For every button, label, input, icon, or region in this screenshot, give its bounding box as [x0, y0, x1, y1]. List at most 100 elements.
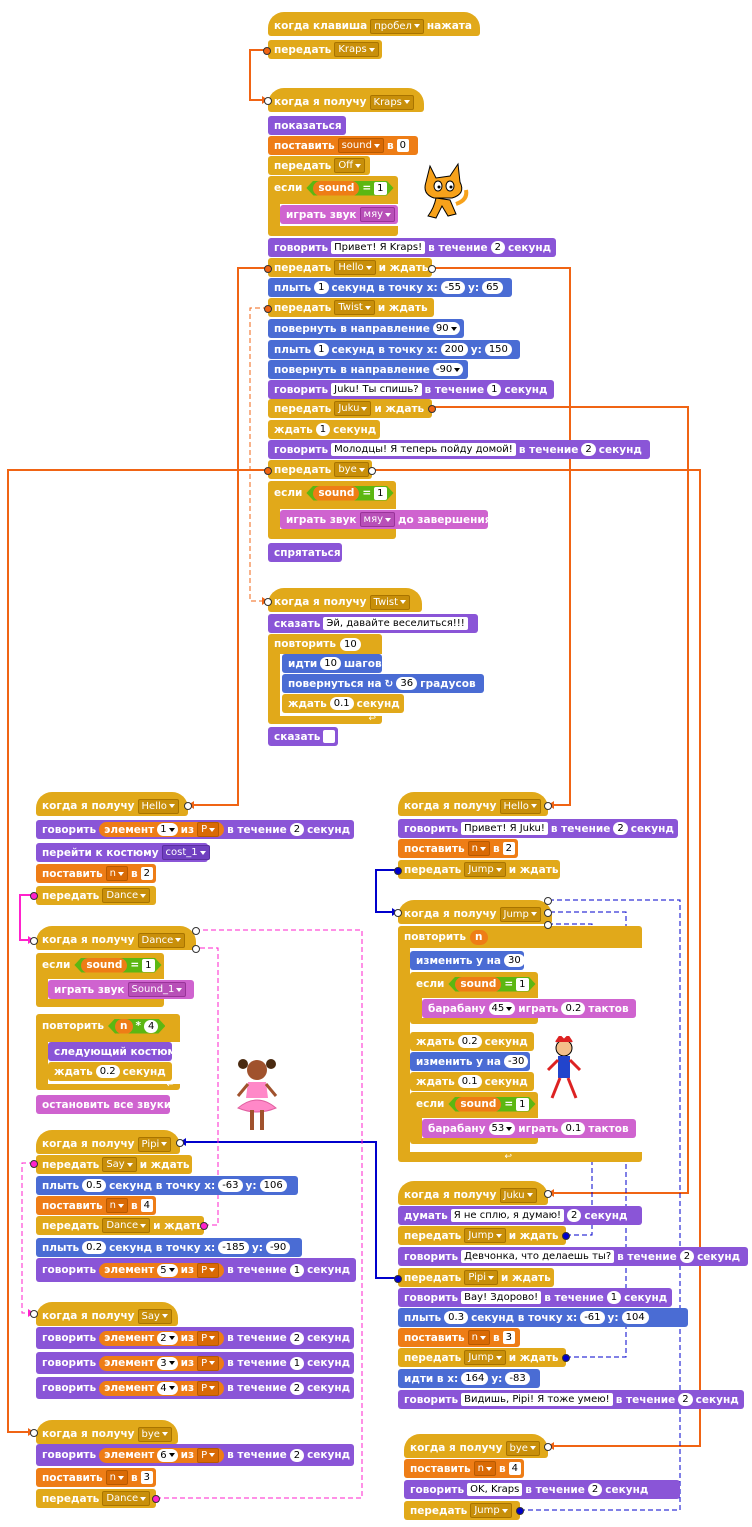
text-input[interactable] [323, 730, 336, 743]
number-input[interactable]: 2 [613, 822, 628, 835]
drum-dropdown[interactable]: 53 [488, 1122, 516, 1135]
message-dropdown[interactable]: Kraps [369, 94, 414, 110]
wait-block[interactable]: ждать 0.1 секунд [410, 1072, 534, 1091]
when-receive-hat[interactable]: когда я получу Juku [398, 1181, 548, 1205]
say-for-block[interactable]: говорить Привет! Я Juku! в течение 2 сек… [398, 819, 678, 838]
text-input[interactable]: Вау! Здорово! [461, 1291, 542, 1304]
glide-block[interactable]: плыть 0.2 секунд в точку x: -185 y: -90 [36, 1238, 302, 1257]
index-dropdown[interactable]: 2 [157, 1331, 178, 1345]
number-input[interactable]: 1 [289, 1263, 305, 1277]
when-receive-hat[interactable]: когда я получу Dance [36, 926, 196, 950]
set-var-block[interactable]: поставить n в 3 [36, 1468, 156, 1487]
change-y-block[interactable]: изменить y на -30 [410, 1052, 530, 1071]
text-input[interactable]: Молодцы! Я теперь пойду домой! [331, 443, 516, 456]
number-input[interactable]: 0.3 [444, 1311, 469, 1324]
message-dropdown[interactable]: Hello [334, 260, 376, 275]
y-input[interactable]: 106 [259, 1179, 287, 1192]
message-dropdown[interactable]: Jump [464, 1228, 506, 1243]
show-block[interactable]: показаться [268, 116, 346, 135]
message-dropdown[interactable]: Jump [470, 1503, 512, 1518]
message-dropdown[interactable]: Say [102, 1157, 137, 1172]
change-y-block[interactable]: изменить y на 30 [410, 951, 525, 970]
var-reporter[interactable]: sound [455, 1097, 501, 1112]
number-input[interactable]: 2 [289, 1331, 305, 1345]
var-dropdown[interactable]: n [467, 1330, 490, 1345]
say-block[interactable]: сказать Эй, давайте веселиться!!! [268, 614, 478, 633]
equals-operator[interactable]: sound = 1 [306, 486, 393, 501]
item-of-list-reporter[interactable]: элемент 2 из P [99, 1330, 225, 1346]
say-block[interactable]: сказать [268, 727, 338, 746]
text-input[interactable]: Juku! Ты спишь? [331, 383, 422, 396]
multiply-operator[interactable]: n * 4 [108, 1019, 165, 1034]
broadcast-wait-block[interactable]: передать Twist и ждать [268, 298, 434, 317]
number-input[interactable]: 2 [587, 1483, 603, 1496]
key-dropdown[interactable]: пробел [370, 18, 424, 34]
number-input[interactable]: 2 [567, 1209, 582, 1222]
number-input[interactable]: 1 [487, 383, 502, 396]
list-dropdown[interactable]: P [197, 1330, 220, 1346]
message-dropdown[interactable]: Juku [334, 401, 372, 416]
number-input[interactable]: 1 [289, 1356, 305, 1370]
number-input[interactable]: 36 [396, 677, 418, 690]
list-dropdown[interactable]: P [197, 1380, 220, 1396]
number-input[interactable]: 2 [289, 823, 305, 836]
think-for-block[interactable]: думать Я не сплю, я думаю! 2 секунд [398, 1206, 642, 1225]
set-var-block[interactable]: поставить n в 2 [36, 864, 156, 883]
message-dropdown[interactable]: Twist [369, 594, 411, 610]
message-dropdown[interactable]: Dance [137, 932, 186, 948]
direction-dropdown[interactable]: -90 [432, 363, 464, 376]
message-dropdown[interactable]: Hello [499, 798, 541, 814]
x-input[interactable]: -61 [580, 1311, 605, 1324]
item-of-list-reporter[interactable]: элемент 6 из P [99, 1447, 225, 1463]
wait-block[interactable]: ждать 1 секунд [268, 420, 380, 439]
item-of-list-reporter[interactable]: элемент 5 из P [99, 1262, 225, 1278]
number-input[interactable]: 2 [289, 1448, 305, 1462]
hide-block[interactable]: спрятаться [268, 543, 342, 562]
play-sound-block[interactable]: играть звук мяу [280, 205, 398, 224]
number-input[interactable]: 2 [679, 1250, 695, 1263]
wait-block[interactable]: ждать 0.2 секунд [410, 1032, 534, 1051]
say-for-block[interactable]: говорить Видишь, Pipi! Я тоже умею! в те… [398, 1390, 744, 1409]
var-reporter[interactable]: sound [455, 977, 501, 992]
set-var-block[interactable]: поставить sound в 0 [268, 136, 418, 155]
value-input[interactable]: 3 [502, 1331, 515, 1344]
number-input[interactable]: 0.1 [329, 697, 354, 710]
equals-operator[interactable]: sound = 1 [74, 958, 161, 973]
number-input[interactable]: 1 [606, 1291, 622, 1304]
broadcast-block[interactable]: передать Off [268, 156, 370, 175]
value-input[interactable]: 2 [140, 867, 153, 880]
broadcast-block[interactable]: передать bye [268, 460, 372, 479]
list-dropdown[interactable]: P [197, 1447, 220, 1463]
message-dropdown[interactable]: Jump [464, 1350, 506, 1365]
wait-block[interactable]: ждать 0.2 секунд [48, 1062, 172, 1081]
say-for-block[interactable]: говорить Juku! Ты спишь? в течение 1 сек… [268, 380, 554, 399]
var-reporter[interactable]: sound [313, 181, 359, 196]
var-dropdown[interactable]: n [467, 841, 490, 856]
number-input[interactable]: 10 [340, 637, 361, 651]
value-input[interactable]: 4 [140, 1199, 153, 1212]
message-dropdown[interactable]: Hello [137, 798, 179, 814]
costume-dropdown[interactable]: cost_1 [161, 845, 210, 860]
text-input[interactable]: Я не сплю, я думаю! [450, 1209, 565, 1222]
say-item-block[interactable]: говорить элемент 3 из P в течение 1 секу… [36, 1352, 354, 1374]
point-direction-block[interactable]: повернуть в направление -90 [268, 360, 468, 379]
y-input[interactable]: 150 [484, 343, 512, 356]
x-input[interactable]: -55 [440, 281, 466, 294]
text-input[interactable]: Привет! Я Juku! [461, 822, 548, 835]
y-input[interactable]: -83 [505, 1372, 530, 1385]
message-dropdown[interactable]: Kraps [334, 42, 379, 57]
value-input[interactable]: 4 [508, 1462, 521, 1475]
number-input[interactable]: 2 [678, 1393, 693, 1406]
wait-block[interactable]: ждать 0.1 секунд [282, 694, 404, 713]
text-input[interactable]: Эй, давайте веселиться!!! [323, 617, 468, 630]
say-for-block[interactable]: говорить Молодцы! Я теперь пойду домой! … [268, 440, 650, 459]
message-dropdown[interactable]: bye [334, 462, 369, 477]
when-receive-hat[interactable]: когда я получу bye [36, 1420, 178, 1444]
value-input[interactable]: 1 [374, 487, 386, 500]
broadcast-block[interactable]: передать Jump [404, 1501, 520, 1520]
message-dropdown[interactable]: bye [137, 1426, 172, 1442]
item-of-list-reporter[interactable]: элемент 4 из P [99, 1380, 225, 1396]
number-input[interactable]: 1 [314, 281, 329, 294]
broadcast-wait-block[interactable]: передать Juku и ждать [268, 399, 432, 418]
message-dropdown[interactable]: Twist [334, 300, 375, 315]
